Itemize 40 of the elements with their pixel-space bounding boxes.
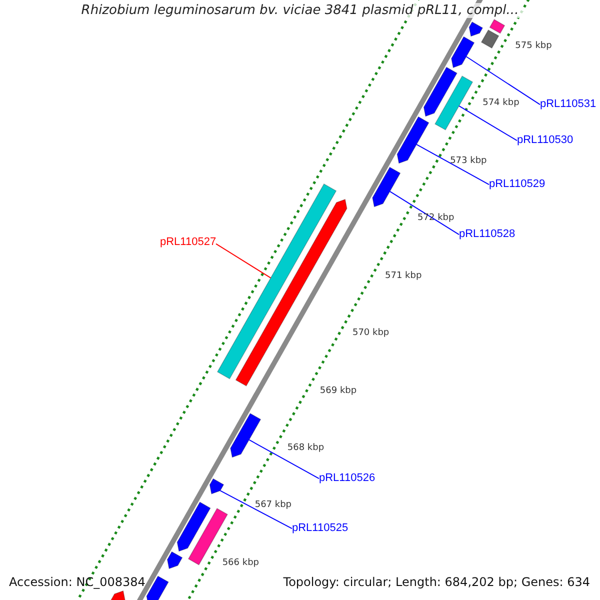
gene-label: pRL110529: [489, 178, 546, 190]
gene-feature: [423, 66, 458, 117]
leader-line: [216, 243, 272, 278]
leader-line: [458, 105, 518, 142]
scale-label: 570 kbp: [352, 328, 390, 338]
gene-label: pRL110528: [459, 228, 516, 240]
gene-feature: [480, 29, 500, 49]
leader-line: [466, 56, 540, 106]
leader-line: [416, 144, 490, 186]
leader-line: [248, 439, 320, 480]
leader-line: [220, 490, 292, 530]
gene-feature: [434, 76, 474, 130]
accession-note: Accession: NC_008384: [9, 575, 146, 589]
gene-feature: [468, 21, 484, 37]
gene-feature: [451, 36, 475, 68]
gene-label: pRL110526: [319, 472, 376, 484]
scale-label: 568 kbp: [287, 443, 324, 454]
topology-note: Topology: circular; Length: 684,202 bp; Genes: 634: [283, 575, 590, 589]
gene-feature: [230, 412, 262, 458]
scale-label: 567 kbp: [254, 500, 292, 510]
gene-feature: [166, 551, 183, 570]
gene-feature: [216, 183, 337, 380]
scale-label: 573 kbp: [450, 156, 487, 166]
gene-feature: [146, 576, 169, 600]
gene-label: pRL110530: [517, 134, 574, 146]
leader-line: [389, 190, 460, 236]
scale-label: 566 kbp: [222, 558, 259, 568]
gene-label: pRL110527: [160, 236, 216, 248]
gene-feature: [209, 478, 224, 494]
scale-label: 569 kbp: [320, 386, 357, 396]
scale-label: 575 kbp: [515, 41, 552, 52]
gene-feature: [396, 116, 430, 164]
scale-label: 574 kbp: [482, 98, 520, 108]
gene-feature: [235, 198, 348, 386]
gene-label: pRL110525: [292, 522, 348, 534]
scale-label: 571 kbp: [385, 270, 422, 281]
gene-label: pRL110531: [540, 98, 596, 110]
scale-label: 572 kbp: [418, 213, 454, 224]
gene-feature: [176, 502, 211, 552]
gene-feature: [372, 166, 401, 208]
